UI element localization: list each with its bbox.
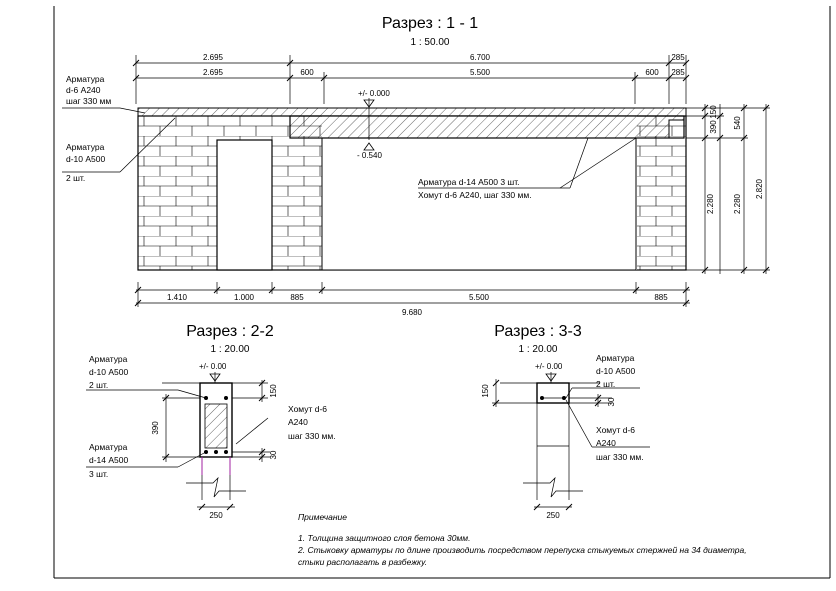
section-2-title: Разрез : 2-2 [186, 323, 274, 340]
dim-right-390: 390 [709, 120, 718, 134]
dim-top-6700: 6.700 [470, 53, 491, 62]
label-rebar-top-3: шаг 330 мм [66, 96, 111, 106]
section-2-level: +/- 0.00 [199, 362, 227, 371]
s2-label-top-2: d-10 А500 [89, 367, 128, 377]
dim-right-150: 150 [709, 105, 718, 119]
s2-dim-height: 390 [151, 421, 160, 435]
section-3-3: Разрез : 3-3 1 : 20.00 +/- 0.00 Арматура… [481, 323, 650, 520]
dim-top-5500: 5.500 [470, 68, 491, 77]
section-2-2: Разрез : 2-2 1 : 20.00 +/- 0.00 Арматура… [86, 323, 336, 520]
s2-label-clamp-1: Хомут d-6 [288, 404, 327, 414]
label-rebar-left-2: d-10 А500 [66, 154, 105, 164]
section-3-level: +/- 0.00 [535, 362, 563, 371]
dim-bottom-5500: 5.500 [469, 293, 490, 302]
label-rebar-left-3: 2 шт. [66, 173, 85, 183]
level-marker-top [363, 98, 375, 140]
slab-and-lintel [137, 107, 687, 139]
note-1: 1. Толщина защитного слоя бетона 30мм. [298, 533, 471, 543]
leader-s2-clamp [235, 417, 269, 445]
notes-heading: Примечание [298, 512, 347, 522]
s3-label-clamp-2: А240 [596, 438, 616, 448]
sheet-frame [53, 6, 831, 579]
note-3: стыки располагать в разбежку. [298, 557, 427, 567]
s2-label-top-1: Арматура [89, 354, 128, 364]
section-3-title: Разрез : 3-3 [494, 323, 582, 340]
s3-dim-top: 150 [481, 384, 490, 398]
door-opening [216, 139, 273, 271]
s2-dim-width: 250 [209, 511, 223, 520]
leader-rebar-right [418, 137, 637, 189]
s2-dimension-lines [162, 379, 270, 511]
beam-zone-blank [322, 116, 637, 270]
notes: Примечание 1. Толщина защитного слоя бет… [297, 512, 747, 567]
dim-top-600-a: 600 [300, 68, 314, 77]
leader-rebar-top [62, 107, 146, 114]
dim-top-285-a: 285 [671, 53, 685, 62]
label-rebar-right-2: Хомут d-6 А240, шаг 330 мм. [418, 190, 532, 200]
level-marker-bottom [363, 142, 375, 151]
label-rebar-right-1: Арматура d-14 А500 3 шт. [418, 177, 520, 187]
s3-dim-width: 250 [546, 511, 560, 520]
s3-label-top-2: d-10 А500 [596, 366, 635, 376]
top-dimension-lines [132, 55, 690, 104]
bottom-dimension-lines [134, 282, 690, 307]
section-1-scale: 1 : 50.00 [411, 37, 450, 48]
section-1-title: Разрез : 1 - 1 [382, 15, 478, 32]
dim-bottom-1410: 1.410 [167, 293, 188, 302]
dim-top-2695-a: 2.695 [203, 53, 224, 62]
beam-3-shape [500, 382, 600, 500]
section-2-scale: 1 : 20.00 [211, 344, 250, 355]
s2-dim-top: 150 [269, 384, 278, 398]
s2-label-clamp-3: шаг 330 мм. [288, 431, 336, 441]
dim-bottom-885-b: 885 [654, 293, 668, 302]
level-bottom-label: - 0.540 [357, 151, 382, 160]
s2-label-top-3: 2 шт. [89, 380, 108, 390]
level-marker-s3 [545, 372, 557, 383]
s3-dim-cover: 30 [607, 397, 616, 406]
section-1-1: Разрез : 1 - 1 1 : 50.00 2.695 6.700 285… [62, 15, 770, 317]
level-top-label: +/- 0.000 [358, 89, 390, 98]
s2-label-clamp-2: А240 [288, 417, 308, 427]
dim-top-285-b: 285 [671, 68, 685, 77]
level-marker-s2 [209, 372, 221, 383]
label-rebar-left-1: Арматура [66, 142, 105, 152]
right-dimension-lines [686, 104, 770, 274]
s2-dim-cover: 30 [269, 450, 278, 459]
dim-bottom-885-a: 885 [290, 293, 304, 302]
dim-right-2280-b: 2.280 [733, 193, 742, 214]
s2-label-bottom-2: d-14 А500 [89, 455, 128, 465]
dim-bottom-9680: 9.680 [402, 308, 423, 317]
brick-wall [137, 115, 687, 271]
dim-right-2280-a: 2.280 [706, 193, 715, 214]
dim-right-540: 540 [733, 116, 742, 130]
s3-label-clamp-3: шаг 330 мм. [596, 452, 644, 462]
note-2: 2. Стыковку арматуры по длине производит… [297, 545, 747, 555]
s2-label-bottom-1: Арматура [89, 442, 128, 452]
s3-label-clamp-1: Хомут d-6 [596, 425, 635, 435]
dim-right-2820: 2.820 [755, 178, 764, 199]
section-3-scale: 1 : 20.00 [519, 344, 558, 355]
leader-s3-clamp [565, 399, 593, 448]
dim-bottom-1000: 1.000 [234, 293, 255, 302]
dim-top-600-b: 600 [645, 68, 659, 77]
dim-top-2695-b: 2.695 [203, 68, 224, 77]
beam-2-shape [162, 382, 268, 500]
s3-label-top-1: Арматура [596, 353, 635, 363]
s3-label-top-3: 2 шт. [596, 379, 615, 389]
s3-dimension-lines [492, 379, 612, 511]
s2-label-bottom-3: 3 шт. [89, 469, 108, 479]
leader-rebar-left [62, 117, 176, 173]
label-rebar-top-2: d-6 А240 [66, 85, 101, 95]
label-rebar-top-1: Арматура [66, 74, 105, 84]
